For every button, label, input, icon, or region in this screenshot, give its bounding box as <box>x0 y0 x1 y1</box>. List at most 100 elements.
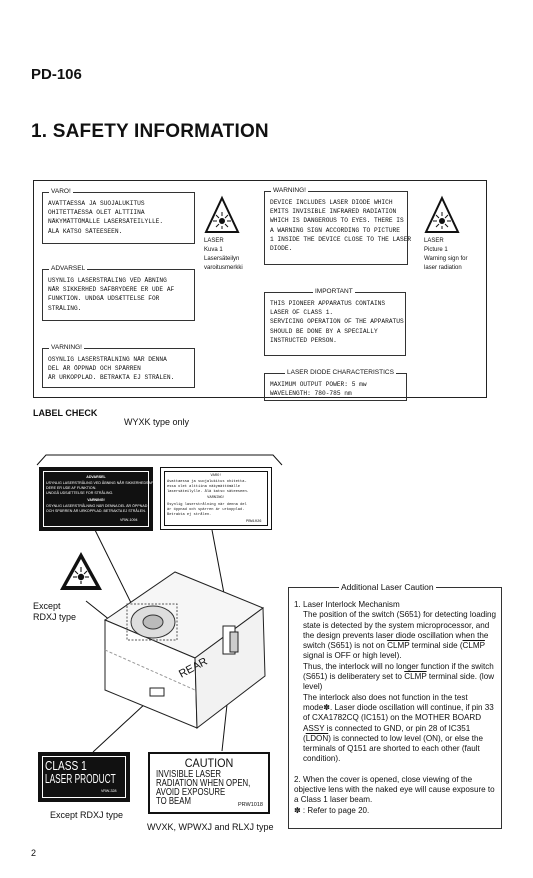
label-code: PRW1026 <box>246 520 262 524</box>
label-line: VARNING! <box>207 496 225 500</box>
text-line: NÅR SIKKERHED SAFBRYDERE ER UDE AF <box>48 286 175 294</box>
laser-triangle-label-icon <box>60 552 102 590</box>
caution-caption: WVXK, WPWXJ and RLXJ type <box>147 822 274 832</box>
label-border <box>42 756 126 798</box>
varo-heading: VARO! <box>49 187 73 197</box>
text-line: LASER OF CLASS 1. <box>270 309 334 317</box>
text-line: DIODE. <box>270 245 293 253</box>
label-heading: VARO! <box>210 474 222 478</box>
text-line: DEVICE INCLUDES LASER DIODE WHICH <box>270 199 393 206</box>
label-code: PRW1018 <box>238 802 263 808</box>
laser-caption-en: LASER Picture 1 Warning sign for laser r… <box>424 237 467 273</box>
varning-heading: VARNING! <box>49 343 84 353</box>
label-line: OSYNLIG LASERSTRÅLNING NÄR DENNA DEL ÄR … <box>46 504 148 508</box>
additional-caution-title: Additional Laser Caution <box>339 582 436 592</box>
page-number: 2 <box>31 848 37 858</box>
text-line: Kuva 1 <box>204 247 223 253</box>
label-line: OCH SPÄRREN ÄR URKOPPLAD. BETRAKTA EJ ST… <box>46 509 146 513</box>
text-line: AVATTAESSA JA SUOJALUKITUS <box>48 200 145 207</box>
caution-line: RADIATION WHEN OPEN, <box>156 778 251 789</box>
text-line: NÄKYMÄTTÖMÄLLE LASERSÄTEILYLLE. <box>48 218 164 226</box>
item1-text: The position of the switch (S651) for de… <box>303 610 497 661</box>
caution-label: CAUTION INVISIBLE LASER RADIATION WHEN O… <box>148 752 270 814</box>
class1-label: CLASS 1 LASER PRODUCT VRW-328 <box>38 752 130 802</box>
label-line: Avattaessa ja suojalukitus ohitetta- <box>167 480 247 484</box>
important-heading: IMPORTANT <box>313 287 355 297</box>
label-line: essa olet alttiina näkymättömälle <box>167 485 241 489</box>
caution-heading: CAUTION <box>184 756 234 770</box>
text-line: A WARNING SIGN ACCORDING TO PICTURE <box>270 226 400 234</box>
text-line: LASER <box>204 238 224 244</box>
player-chassis-illustration <box>103 571 266 729</box>
additional-caution-body: 1. Laser Interlock Mechanism The positio… <box>294 600 498 816</box>
model-number: PD-106 <box>31 66 82 83</box>
section-title: 1. SAFETY INFORMATION <box>31 121 269 142</box>
label-line: lasersäteilylle. Älä katso säteeseen. <box>167 490 249 494</box>
laser-caption-fi: LASER Kuva 1 Lasersäteilyn varoitusmerkk… <box>204 237 243 273</box>
label-border <box>43 471 149 527</box>
text-line: Picture 1 <box>424 247 448 253</box>
item1-text: Thus, the interlock will no longer funct… <box>303 661 495 692</box>
text-line: MAXIMUM OUTPUT POWER: 5 mw <box>270 381 367 388</box>
item2-text: 2. When the cover is opened, close viewi… <box>294 774 495 805</box>
text-line: INSTRUCTED PERSON. <box>270 336 337 344</box>
text-line: OSYNLIG LASERSTRÅLNING NÄR DENNA <box>48 356 167 363</box>
laser-warning-icon <box>424 195 460 233</box>
laser-characteristics: LASER DIODE CHARACTERISTICS MAXIMUM OUTP… <box>264 368 407 401</box>
footnote: ✽ : Refer to page 20. <box>294 805 370 815</box>
class1-line2: LASER PRODUCT <box>45 771 116 786</box>
laser-warning-icon <box>204 195 240 233</box>
varo-label: VARO! Avattaessa ja suojalukitus ohitett… <box>160 467 272 530</box>
text-line: ÄR URKOPPLAD. BETRAKTA EJ STRÅLEN. <box>48 374 175 382</box>
text-line: SERVICING OPERATION OF THE APPARATUS <box>270 318 404 326</box>
caution-line: INVISIBLE LASER <box>156 769 222 780</box>
text-line: FUNKTION. UNDGÅ UDSÆTTELSE FOR <box>48 295 160 303</box>
text-line: LASER <box>424 238 444 244</box>
safety-warnings-box: VARO! AVATTAESSA JA SUOJALUKITUS OHITETT… <box>33 180 487 401</box>
class1-line1: CLASS 1 <box>45 758 87 773</box>
caution-line: TO BEAM <box>156 796 191 807</box>
characteristics-heading: LASER DIODE CHARACTERISTICS <box>285 368 396 378</box>
label-code: VRW-328 <box>101 789 117 793</box>
warning-notice: WARNING! DEVICE INCLUDES LASER DIODE WHI… <box>264 186 412 265</box>
varo-notice: VARO! AVATTAESSA JA SUOJALUKITUS OHITETT… <box>42 187 195 244</box>
warning-heading: WARNING! <box>271 186 308 196</box>
label-line: USYNLIG LASERSTRÅLING VED ÅBNING NÅR SIK… <box>46 481 162 485</box>
label-line: VARNING! <box>87 498 105 502</box>
varning-notice: VARNING! OSYNLIG LASERSTRÅLNING NÄR DENN… <box>42 343 195 388</box>
text-line: Warning sign for <box>424 256 468 262</box>
text-line: DEL ÄR ÖPPNAD OCH SPÄRREN <box>48 365 141 373</box>
text-line: WHICH IS DANGEROUS TO EYES. THERE IS <box>270 217 404 225</box>
label-line: UNDGÅ UDSÆTTELSE FOR STRÅLING. <box>46 491 114 495</box>
advarsel-label: ADVARSEL USYNLIG LASERSTRÅLING VED ÅBNIN… <box>39 467 161 531</box>
text-line: laser radiation <box>424 265 462 271</box>
item1-text: The interlock also does not function in … <box>303 692 494 764</box>
text-line: STRÅLING. <box>48 304 82 312</box>
advarsel-heading: ADVARSEL <box>49 264 88 274</box>
additional-laser-caution-box: Additional Laser Caution 1. Laser Interl… <box>288 582 502 829</box>
important-notice: IMPORTANT THIS PIONEER APPARATUS CONTAIN… <box>264 287 406 356</box>
text-line: ÄLÄ KATSO SÄTEESEEN. <box>48 227 123 235</box>
label-check-heading: LABEL CHECK <box>33 408 98 418</box>
label-line: DERE ER UDE AF FUNKTION. <box>46 486 97 490</box>
label-border <box>164 471 268 526</box>
advarsel-notice: ADVARSEL USYNLIG LASERSTRÅLING VED ÅBNIN… <box>42 264 195 321</box>
text-line: WAVELENGTH: 780-785 nm <box>270 390 352 398</box>
text-line: OHITETTAESSA OLET ALTTIINA <box>48 209 145 217</box>
text-line: varoitusmerkki <box>204 265 243 271</box>
text-line: THIS PIONEER APPARATUS CONTAINS <box>270 300 386 307</box>
text-line: Lasersäteilyn <box>204 256 240 262</box>
wyxk-caption: WYXK type only <box>124 417 190 427</box>
label-code: VRW-1094 <box>120 518 138 522</box>
text-line: USYNLIG LASERSTRÅLING VED ÅBNING <box>48 277 167 284</box>
label-line: Betrakta ej strålen. <box>167 513 212 517</box>
label-line: Osynlig laserstrålning när denna del <box>167 503 247 507</box>
caution-line: AVOID EXPOSURE <box>156 787 226 798</box>
text-line: EMITS INVISIBLE INFRARED RADIATION <box>270 208 397 216</box>
text-line: SHOULD BE DONE BY A SPECIALLY <box>270 327 378 335</box>
text-line: 1 INSIDE THE DEVICE CLOSE TO THE LASER <box>270 235 412 243</box>
except-rdxj-caption: Except RDXJ type <box>33 601 77 622</box>
class1-caption: Except RDXJ type <box>50 810 124 820</box>
label-line: är öppnad och spärren är urkopplad. <box>167 508 245 512</box>
item1-title: 1. Laser Interlock Mechanism <box>294 600 400 609</box>
